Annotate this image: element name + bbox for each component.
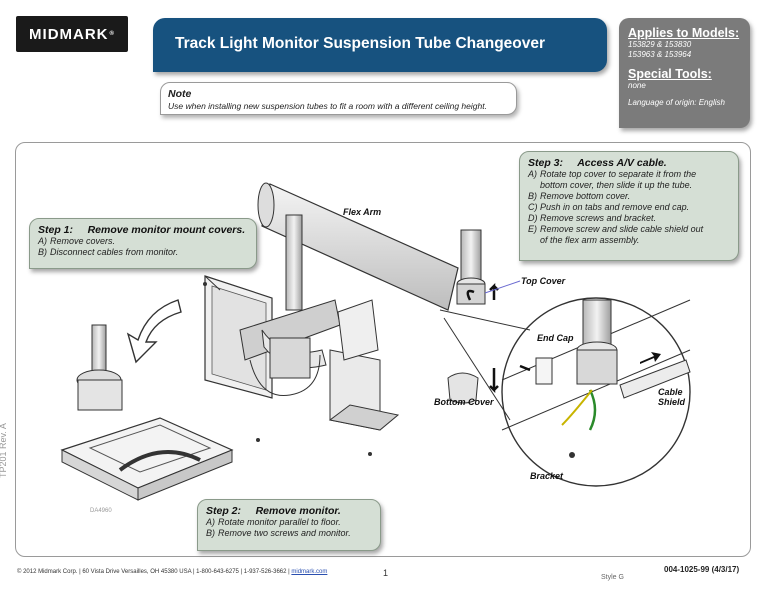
- step-3-item: E)Remove screw and slide cable shield ou…: [528, 224, 704, 234]
- step-2-item: A)Rotate monitor parallel to floor.: [206, 517, 341, 527]
- step-3-item: D)Remove screws and bracket.: [528, 213, 657, 223]
- models-line-1: 153829 & 153830: [628, 40, 692, 49]
- step-1-item: B)Disconnect cables from monitor.: [38, 247, 179, 257]
- midmark-logo: MIDMARK®: [16, 16, 128, 52]
- large-arrow-icon: [126, 299, 182, 364]
- revision-label: TP201 Rev. A: [0, 423, 8, 478]
- step-3-item: bottom cover, then slide it up the tube.: [540, 180, 693, 190]
- detail-view: [501, 297, 691, 487]
- illustration-frame: [15, 142, 751, 557]
- step-3-item: A)Rotate top cover to separate it from t…: [528, 169, 697, 179]
- down-arrow-icon: [489, 368, 499, 394]
- end-cap-label: End Cap: [537, 333, 574, 343]
- step-3-heading: Step 3: Access A/V cable.: [528, 157, 667, 169]
- drawing-id: DA4960: [90, 508, 112, 514]
- up-arrow-icon: [489, 282, 499, 300]
- style-label: Style G: [601, 574, 624, 581]
- step-2-box: Step 2: Remove monitor. A)Rotate monitor…: [197, 499, 381, 551]
- monitor-assembly: [203, 275, 400, 456]
- footer-copyright: © 2012 Midmark Corp. | 60 Vista Drive Ve…: [17, 569, 328, 575]
- cable-label: Cable: [658, 387, 683, 397]
- removed-monitor: [60, 324, 234, 501]
- tools-value: none: [628, 81, 646, 90]
- note-box: Note Use when installing new suspension …: [160, 82, 517, 115]
- top-cover-leader: [484, 280, 521, 294]
- step-2-item: B)Remove two screws and monitor.: [206, 528, 351, 538]
- flex-arm-label: Flex Arm: [343, 207, 382, 217]
- models-heading: Applies to Models:: [628, 26, 740, 40]
- bracket-label: Bracket: [530, 471, 564, 481]
- top-cover-label: Top Cover: [521, 276, 566, 286]
- midmark-link[interactable]: midmark.com: [291, 569, 328, 575]
- note-title: Note: [168, 88, 192, 100]
- step-2-heading: Step 2: Remove monitor.: [206, 505, 341, 517]
- flex-arm: [257, 182, 459, 311]
- page-number: 1: [383, 568, 389, 578]
- models-panel: Applies to Models: 153829 & 153830 15396…: [619, 18, 750, 128]
- step-1-heading: Step 1: Remove monitor mount covers.: [38, 224, 246, 236]
- step-3-item: of the flex arm assembly.: [540, 235, 640, 245]
- bottom-cover: [447, 372, 479, 404]
- registered-mark: ®: [109, 31, 115, 37]
- document-number: 004-1025-99 (4/3/17): [664, 565, 740, 574]
- bottom-cover-label: Bottom Cover: [434, 397, 494, 407]
- models-line-2: 153963 & 153964: [628, 50, 692, 59]
- step-3-box: Step 3: Access A/V cable. A)Rotate top c…: [519, 151, 739, 261]
- logo-text: MIDMARK: [29, 25, 109, 43]
- shield-label: Shield: [658, 397, 686, 407]
- step-3-item: C)Push in on tabs and remove end cap.: [528, 202, 690, 212]
- note-body: Use when installing new suspension tubes…: [168, 101, 487, 111]
- mount-post: [285, 214, 303, 311]
- cable-shield-arrow-icon: [640, 352, 661, 364]
- title-banner: [153, 18, 607, 72]
- language-of-origin: Language of origin: English: [628, 98, 725, 107]
- step-3-item: B)Remove bottom cover.: [528, 191, 631, 201]
- step-1-item: A)Remove covers.: [38, 236, 116, 246]
- page-title: Track Light Monitor Suspension Tube Chan…: [175, 35, 546, 52]
- tools-heading: Special Tools:: [628, 67, 712, 81]
- step-1-box: Step 1: Remove monitor mount covers. A)R…: [29, 218, 257, 269]
